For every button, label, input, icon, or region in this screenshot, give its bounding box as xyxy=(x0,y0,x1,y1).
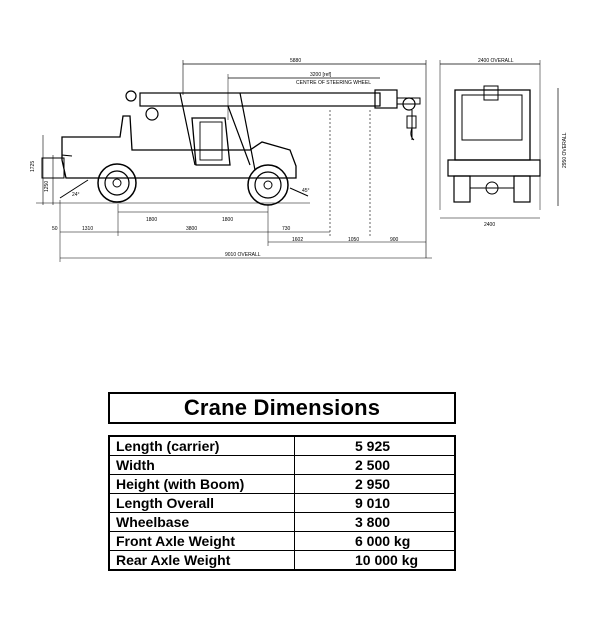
svg-text:3800: 3800 xyxy=(186,226,197,232)
crane-dimensions-table: Length (carrier) 5 925 Width 2 500 Heigh… xyxy=(108,435,456,571)
svg-text:1310: 1310 xyxy=(82,226,93,232)
svg-text:CENTRE OF STEERING WHEEL: CENTRE OF STEERING WHEEL xyxy=(296,80,371,86)
row-value: 2 950 xyxy=(294,474,456,494)
row-value: 9 010 xyxy=(294,493,456,513)
svg-text:2400: 2400 xyxy=(484,222,495,228)
row-label: Length Overall xyxy=(108,493,295,513)
side-view xyxy=(36,60,432,262)
svg-text:5880: 5880 xyxy=(290,58,301,64)
svg-text:1725: 1725 xyxy=(30,161,36,172)
svg-text:1050: 1050 xyxy=(348,237,359,243)
row-label: Wheelbase xyxy=(108,512,295,532)
rear-view-labels: 2400 OVERALL 2950 OVERALL 2400 xyxy=(478,58,568,228)
row-label: Front Axle Weight xyxy=(108,531,295,551)
svg-text:2400 OVERALL: 2400 OVERALL xyxy=(478,58,514,64)
table-row: Width 2 500 xyxy=(108,455,456,475)
svg-text:3200 [ref]: 3200 [ref] xyxy=(310,72,332,78)
table-row: Height (with Boom) 2 950 xyxy=(108,474,456,494)
row-value: 2 500 xyxy=(294,455,456,475)
row-label: Rear Axle Weight xyxy=(108,550,295,571)
svg-text:730: 730 xyxy=(282,226,291,232)
row-label: Width xyxy=(108,455,295,475)
table-row: Front Axle Weight 6 000 kg xyxy=(108,531,456,551)
svg-text:1602: 1602 xyxy=(292,237,303,243)
svg-text:2950 OVERALL: 2950 OVERALL xyxy=(562,132,568,168)
table-row: Length Overall 9 010 xyxy=(108,493,456,513)
side-view-labels: 5880 3200 [ref] CENTRE OF STEERING WHEEL… xyxy=(30,58,399,258)
svg-text:9010 OVERALL: 9010 OVERALL xyxy=(225,252,261,258)
row-label: Length (carrier) xyxy=(108,435,295,456)
svg-text:45°: 45° xyxy=(302,188,310,194)
svg-text:1800: 1800 xyxy=(222,217,233,223)
row-value: 6 000 kg xyxy=(294,531,456,551)
row-value: 10 000 kg xyxy=(294,550,456,571)
row-label: Height (with Boom) xyxy=(108,474,295,494)
table-row: Wheelbase 3 800 xyxy=(108,512,456,532)
crane-dimensions-title: Crane Dimensions xyxy=(108,392,456,424)
svg-text:1800: 1800 xyxy=(146,217,157,223)
table-row: Rear Axle Weight 10 000 kg xyxy=(108,550,456,571)
row-value: 3 800 xyxy=(294,512,456,532)
svg-text:900: 900 xyxy=(390,237,399,243)
svg-text:50: 50 xyxy=(52,226,58,232)
rear-view xyxy=(439,60,559,219)
crane-technical-drawing: 5880 3200 [ref] CENTRE OF STEERING WHEEL… xyxy=(30,58,568,262)
row-value: 5 925 xyxy=(294,435,456,456)
table-row: Length (carrier) 5 925 xyxy=(108,435,456,456)
svg-text:24°: 24° xyxy=(72,192,80,198)
svg-text:1250: 1250 xyxy=(44,181,50,192)
